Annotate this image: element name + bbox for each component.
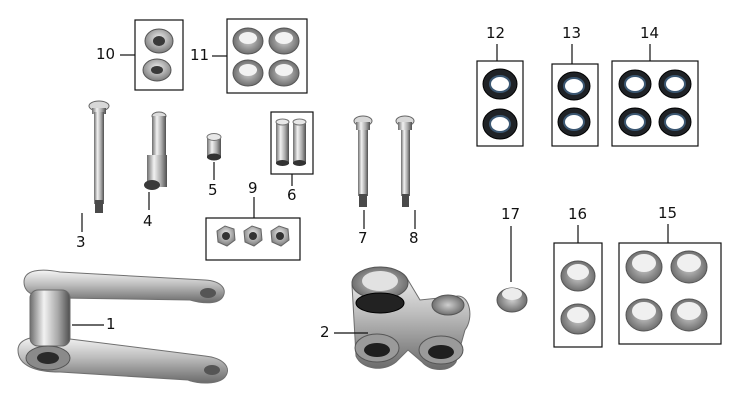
part-15-bearing[interactable] <box>670 250 708 284</box>
part-14-seal[interactable] <box>658 69 692 99</box>
part-number-14: 14 <box>640 24 660 42</box>
part-12-group <box>476 44 524 147</box>
part-number-16: 16 <box>568 205 588 223</box>
part-13-group <box>551 44 599 147</box>
part-6-group <box>270 111 314 186</box>
part-15-bearing[interactable] <box>625 250 663 284</box>
part-number-11: 11 <box>190 46 210 64</box>
part-15-group <box>618 224 722 345</box>
part-10-nut-bottom[interactable] <box>142 58 172 82</box>
part-11-bushing[interactable] <box>232 27 264 55</box>
part-13-seal[interactable] <box>557 71 591 101</box>
part-6-sleeve[interactable] <box>275 118 290 166</box>
part-2-rocker[interactable] <box>351 266 471 370</box>
part-number-10: 10 <box>96 45 116 63</box>
part-3-bolt[interactable] <box>88 100 110 213</box>
part-8-bolt[interactable] <box>395 115 415 207</box>
part-12-seal[interactable] <box>482 108 518 140</box>
part-number-8: 8 <box>409 229 419 247</box>
part-13-seal[interactable] <box>557 107 591 137</box>
part-6-sleeve[interactable] <box>292 118 307 166</box>
part-10-group <box>120 19 184 91</box>
part-number-4: 4 <box>143 212 153 230</box>
part-9-box <box>205 217 301 261</box>
part-number-17: 17 <box>501 205 521 223</box>
part-number-1: 1 <box>106 315 116 333</box>
part-11-group <box>212 18 308 94</box>
part-number-13: 13 <box>562 24 582 42</box>
part-10-nut-top[interactable] <box>144 28 174 54</box>
part-9-nut[interactable] <box>216 225 236 247</box>
part-14-seal[interactable] <box>618 69 652 99</box>
part-11-bushing[interactable] <box>268 59 300 87</box>
part-1-linkage-arm[interactable] <box>17 269 228 384</box>
part-9-nut[interactable] <box>270 225 290 247</box>
part-9-nut[interactable] <box>243 225 263 247</box>
part-16-bearing[interactable] <box>560 260 596 292</box>
part-16-group <box>553 225 603 348</box>
part-number-7: 7 <box>358 229 368 247</box>
part-15-box <box>618 242 722 345</box>
part-9-group <box>205 197 301 261</box>
part-11-bushing[interactable] <box>232 59 264 87</box>
part-14-seal[interactable] <box>658 107 692 137</box>
part-14-box <box>611 60 699 147</box>
part-14-group <box>611 44 699 147</box>
part-number-3: 3 <box>76 233 86 251</box>
part-12-seal[interactable] <box>482 68 518 100</box>
part-number-9: 9 <box>248 179 258 197</box>
part-13-box <box>551 63 599 147</box>
part-7-bolt[interactable] <box>353 115 373 207</box>
part-number-6: 6 <box>287 186 297 204</box>
part-17-bushing[interactable] <box>496 287 528 313</box>
part-number-2: 2 <box>320 323 330 341</box>
part-12-box <box>476 60 524 147</box>
part-15-bearing[interactable] <box>670 298 708 332</box>
part-number-12: 12 <box>486 24 506 42</box>
part-14-seal[interactable] <box>618 107 652 137</box>
part-11-bushing[interactable] <box>268 27 300 55</box>
part-16-bearing[interactable] <box>560 303 596 335</box>
part-number-5: 5 <box>208 181 218 199</box>
part-5-collar[interactable] <box>206 133 222 161</box>
part-16-box <box>553 242 603 348</box>
part-15-bearing[interactable] <box>625 298 663 332</box>
part-number-15: 15 <box>658 204 678 222</box>
part-4-spacer[interactable] <box>144 111 167 190</box>
